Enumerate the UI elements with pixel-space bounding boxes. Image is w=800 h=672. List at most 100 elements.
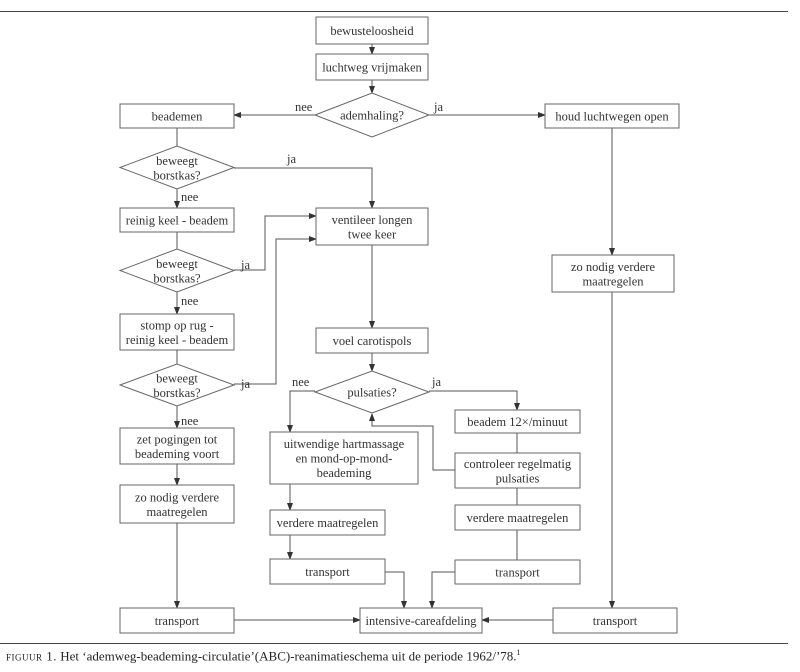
- node-label: borstkas?: [153, 271, 201, 285]
- step-box: [315, 327, 429, 354]
- decision-pulsaties: pulsaties?: [313, 370, 431, 414]
- edge-label-ja: ja: [240, 258, 250, 272]
- decision-diamond: [118, 248, 236, 293]
- step-beadem12: beadem 12×/minuut: [454, 409, 581, 434]
- step-luchtweg: luchtweg vrijmaken: [315, 53, 429, 81]
- node-label: beweegt: [156, 154, 198, 168]
- step-box: [119, 313, 235, 351]
- connector-arrow: [369, 413, 455, 471]
- node-label: verdere maatregelen: [467, 511, 569, 525]
- bottom-rule: [0, 643, 788, 644]
- node-label: ventileer longen: [332, 213, 414, 227]
- step-box: [544, 103, 680, 129]
- step-box: [119, 427, 235, 465]
- node-label: controleer regelmatig: [464, 457, 572, 471]
- caption-footnote: 1: [516, 648, 521, 657]
- edge-label-nee: nee: [181, 294, 199, 308]
- step-transport-fr: transport: [552, 607, 678, 634]
- edge-label-ja: ja: [433, 100, 443, 114]
- step-box: [119, 103, 235, 129]
- connector-arrow: [385, 571, 407, 609]
- node-label: bewusteloosheid: [330, 24, 414, 38]
- step-box: [119, 207, 235, 233]
- node-label: reinig keel - beadem: [126, 214, 229, 228]
- step-verdere-r: verdere maatregelen: [454, 504, 581, 531]
- edge-label-ja: ja: [431, 375, 441, 389]
- node-label: transport: [305, 565, 350, 579]
- node-label: beademing voort: [135, 447, 220, 461]
- node-label: transport: [495, 566, 540, 580]
- step-box: [269, 509, 386, 536]
- node-label: zet pogingen tot: [137, 432, 218, 446]
- top-rule: [0, 11, 788, 12]
- step-box: [454, 559, 581, 585]
- node-label: ademhaling?: [340, 109, 404, 123]
- node-label: beademen: [152, 110, 203, 124]
- step-box: [359, 607, 483, 634]
- caption-label: figuur 1.: [6, 648, 58, 664]
- node-label: en mond-op-mond-: [296, 452, 393, 466]
- step-box: [315, 53, 429, 81]
- node-label: luchtweg vrijmaken: [322, 61, 422, 75]
- step-box: [269, 558, 386, 585]
- node-label: stomp op rug -: [140, 318, 213, 332]
- node-label: voel carotispols: [333, 334, 412, 348]
- node-label: maatregelen: [146, 505, 208, 519]
- connector-arrow: [234, 236, 317, 385]
- step-voel: voel carotispols: [315, 327, 429, 354]
- decision-diamond: [313, 370, 431, 414]
- decision-diamond: [118, 363, 236, 407]
- step-houd: houd luchtwegen open: [544, 103, 680, 129]
- node-label: transport: [593, 614, 638, 628]
- step-transport-r: transport: [454, 559, 581, 585]
- step-box: [315, 207, 429, 246]
- connector-arrow: [429, 571, 455, 609]
- step-transport-l: transport: [119, 607, 235, 634]
- node-label: borstkas?: [153, 168, 201, 182]
- step-box: [119, 484, 235, 524]
- node-label: twee keer: [348, 227, 397, 241]
- edge-label-nee: nee: [181, 190, 199, 204]
- decision-diamond: [118, 145, 236, 190]
- connector-arrow: [234, 167, 375, 209]
- node-label: zo nodig verdere: [571, 260, 655, 274]
- step-box: [454, 409, 581, 434]
- node-label: verdere maatregelen: [277, 516, 379, 530]
- node-label: transport: [155, 614, 200, 628]
- step-reinig: reinig keel - beadem: [119, 207, 235, 233]
- step-intensive: intensive-careafdeling: [359, 607, 483, 634]
- decision-ademhaling: ademhaling?: [313, 92, 431, 138]
- figure-caption: figuur 1. Het ‘ademweg-beademing-circula…: [6, 648, 521, 664]
- node-label: zo nodig verdere: [135, 490, 219, 504]
- decision-diamond: [313, 92, 431, 138]
- node-label: houd luchtwegen open: [555, 110, 669, 124]
- node-label: beademing: [317, 466, 373, 480]
- node-label: intensive-careafdeling: [365, 614, 477, 628]
- step-box: [454, 504, 581, 531]
- edge-label-nee: nee: [295, 100, 313, 114]
- node-label: maatregelen: [582, 274, 644, 288]
- node-label: beweegt: [156, 257, 198, 271]
- connector-arrow: [429, 390, 520, 411]
- flowchart: bewusteloosheid luchtweg vrijmaken ademhal…: [118, 16, 680, 634]
- edge-label-nee: nee: [292, 375, 310, 389]
- node-label: beweegt: [156, 371, 198, 385]
- step-box: [551, 254, 675, 293]
- step-box: [315, 16, 429, 45]
- step-stomp: stomp op rug -reinig keel - beadem: [119, 313, 235, 351]
- node-label: beadem 12×/minuut: [467, 415, 568, 429]
- connector-arrow: [287, 390, 315, 433]
- step-beademen: beademen: [119, 103, 235, 129]
- step-verdere-m: verdere maatregelen: [269, 509, 386, 536]
- edge-label-nee: nee: [181, 414, 199, 428]
- step-box: [454, 452, 581, 489]
- node-label: borstkas?: [153, 386, 201, 400]
